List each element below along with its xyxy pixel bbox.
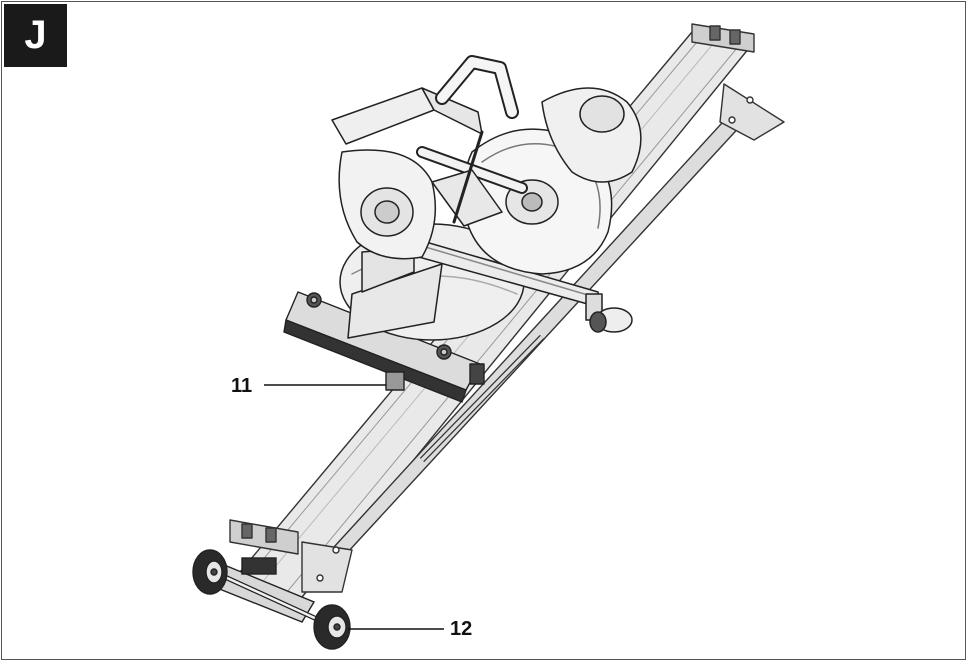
mounting-bracket	[283, 291, 485, 403]
callout-11-label: 11	[231, 375, 253, 397]
wheel-assembly	[192, 549, 351, 650]
figure-letter-badge: J	[4, 4, 67, 67]
miter-saw	[331, 55, 642, 341]
callout-12-label: 12	[450, 618, 473, 640]
